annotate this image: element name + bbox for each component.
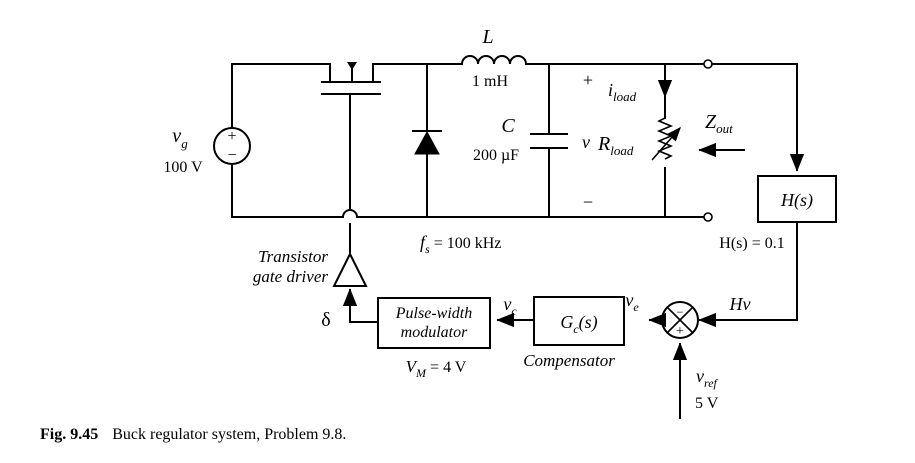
capacitor-symbol: C	[501, 115, 515, 137]
load-resistor-label: Rload	[597, 133, 634, 158]
inductor-symbol: L	[481, 26, 493, 48]
output-terminal-bottom	[703, 212, 713, 222]
duty-cycle-label: δ	[321, 309, 330, 331]
feedback-signal-label: Hv	[729, 294, 751, 314]
pwm-block	[377, 297, 491, 349]
pwm-gain: VM = 4 V	[406, 357, 467, 380]
compensator-block-label: Gc(s)	[560, 312, 597, 336]
driver-label-1: Transistor	[258, 247, 328, 266]
figure-caption: Fig. 9.45 Buck regulator system, Problem …	[40, 426, 346, 444]
load-variable-arrow	[651, 126, 681, 161]
summing-cross	[666, 306, 694, 334]
pwm-label-1: Pulse-width	[395, 305, 472, 322]
inductor-coil	[460, 55, 528, 66]
summing-plus: +	[676, 324, 684, 339]
load-resistor-zigzag	[656, 117, 674, 160]
driver-label-2: gate driver	[253, 267, 328, 286]
capacitor-value: 200 µF	[473, 147, 519, 164]
compensator-name: Compensator	[523, 351, 615, 370]
output-terminal-top	[703, 59, 713, 69]
source-minus: −	[227, 147, 236, 164]
inductor-value: 1 mH	[472, 73, 508, 90]
source-symbol: vg	[172, 125, 188, 151]
pwm-label-2: modulator	[401, 324, 468, 341]
voltage-source	[213, 127, 251, 165]
figure-caption-text: Buck regulator system, Problem 9.8.	[112, 426, 347, 443]
summing-minus: −	[677, 305, 684, 319]
load-current-label: iload	[608, 80, 637, 104]
reference-value: 5 V	[695, 395, 719, 412]
compensator-block	[533, 296, 625, 346]
mosfet-arrow	[347, 62, 357, 70]
sensor-block	[757, 175, 837, 223]
output-plus: +	[583, 70, 593, 90]
wire-sense	[711, 63, 798, 169]
output-voltage: v	[582, 132, 590, 152]
source-value: 100 V	[163, 159, 203, 176]
switching-frequency: fs = 100 kHz	[420, 232, 501, 256]
error-signal-label: ve	[625, 290, 639, 314]
duty-arrow	[342, 288, 379, 323]
diode-symbol	[414, 130, 440, 155]
reference-label: vref	[696, 366, 719, 390]
control-signal-label: vc	[503, 294, 517, 318]
output-minus: −	[583, 192, 593, 212]
figure-number: Fig. 9.45	[40, 426, 99, 443]
sensor-block-label: H(s)	[780, 190, 813, 211]
zout-label: Zout	[705, 111, 733, 136]
gate-driver-triangle	[332, 251, 368, 287]
wire-feedback	[699, 221, 798, 321]
source-plus: +	[227, 128, 236, 145]
sensor-gain: H(s) = 0.1	[719, 235, 784, 252]
wire-crossover	[341, 209, 359, 219]
